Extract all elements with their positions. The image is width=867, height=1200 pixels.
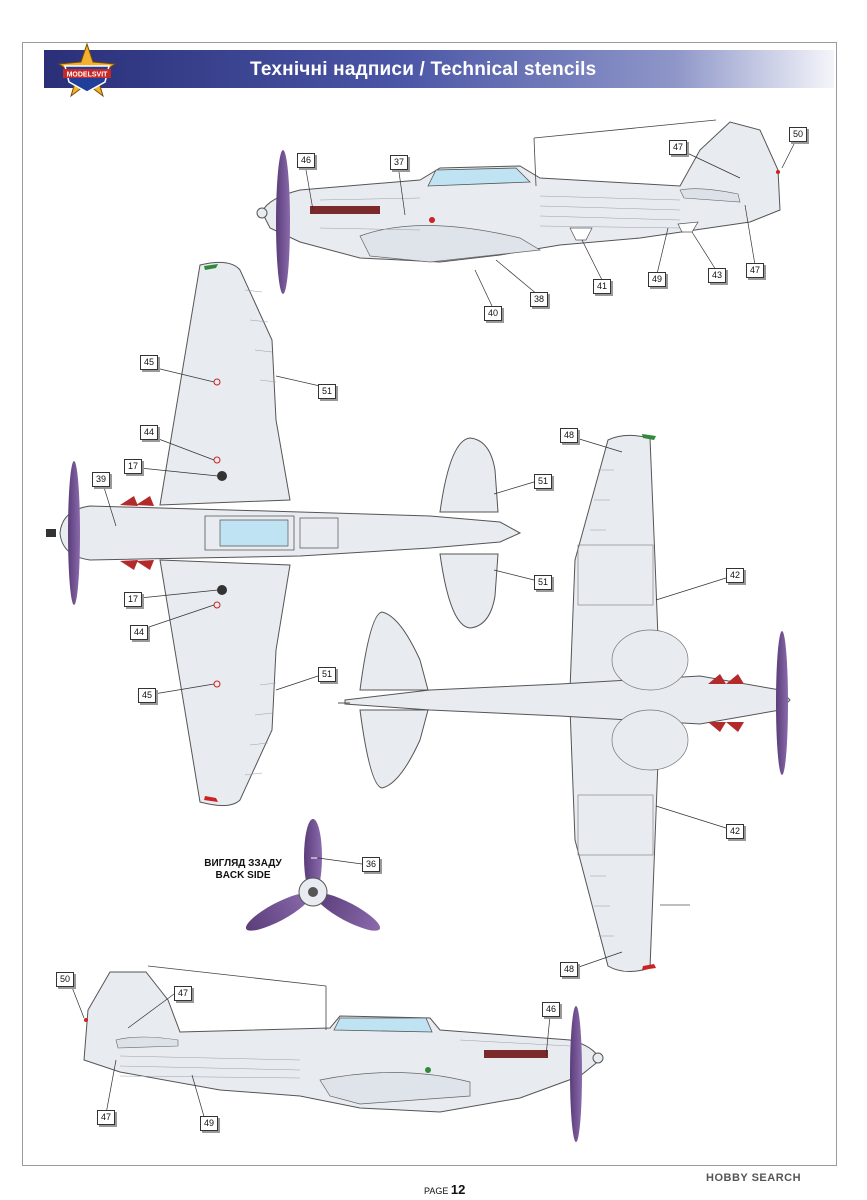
back-view-propeller	[245, 819, 381, 931]
propeller-icon	[276, 150, 290, 294]
back-side-label-en: BACK SIDE	[215, 870, 271, 881]
callout-47: 47	[174, 986, 192, 1001]
callout-50: 50	[789, 127, 807, 142]
callout-49: 49	[200, 1116, 218, 1131]
callout-51: 51	[318, 667, 336, 682]
callout-46: 46	[542, 1002, 560, 1017]
callout-45: 45	[138, 688, 156, 703]
callout-44: 44	[140, 425, 158, 440]
callout-42: 42	[726, 824, 744, 839]
hobby-search-watermark: HOBBY SEARCH	[706, 1172, 802, 1184]
propeller-icon	[68, 461, 80, 605]
propeller-icon	[776, 631, 788, 775]
page-title: Технічні надписи / Technical stencils	[250, 59, 597, 80]
callout-45: 45	[140, 355, 158, 370]
callout-49: 49	[648, 272, 666, 287]
callout-17: 17	[124, 459, 142, 474]
page-frame	[22, 42, 837, 1166]
side-view-bottom	[83, 965, 604, 1142]
callout-47: 47	[97, 1110, 115, 1125]
logo-text: MODELSVIT	[67, 72, 109, 79]
callout-38: 38	[530, 292, 548, 307]
callout-41: 41	[593, 279, 611, 294]
modelsvit-logo: MODELSVIT	[57, 42, 117, 98]
callout-40: 40	[484, 306, 502, 321]
callout-46: 46	[297, 153, 315, 168]
callout-47: 47	[746, 263, 764, 278]
callout-42: 42	[726, 568, 744, 583]
callout-48: 48	[560, 428, 578, 443]
callout-36: 36	[362, 857, 380, 872]
callout-leaders	[69, 139, 797, 1121]
callout-17: 17	[124, 592, 142, 607]
back-side-label: ВИГЛЯД ЗЗАДУ BACK SIDE	[190, 858, 296, 882]
propeller-icon	[570, 1006, 582, 1142]
callout-48: 48	[560, 962, 578, 977]
callout-50: 50	[56, 972, 74, 987]
page-number: PAGE 12	[424, 1182, 465, 1197]
callout-51: 51	[534, 575, 552, 590]
side-view-top	[256, 119, 781, 294]
callout-51: 51	[318, 384, 336, 399]
callout-51: 51	[534, 474, 552, 489]
callout-37: 37	[390, 155, 408, 170]
callout-39: 39	[92, 472, 110, 487]
plan-view-upper	[46, 261, 522, 806]
page-prefix: PAGE	[424, 1186, 449, 1196]
plan-view-lower	[338, 434, 791, 972]
back-side-label-ua: ВИГЛЯД ЗЗАДУ	[204, 858, 282, 869]
header-banner	[44, 50, 834, 88]
callout-47: 47	[669, 140, 687, 155]
callout-43: 43	[708, 268, 726, 283]
page-number-value: 12	[450, 1182, 466, 1197]
callout-44: 44	[130, 625, 148, 640]
